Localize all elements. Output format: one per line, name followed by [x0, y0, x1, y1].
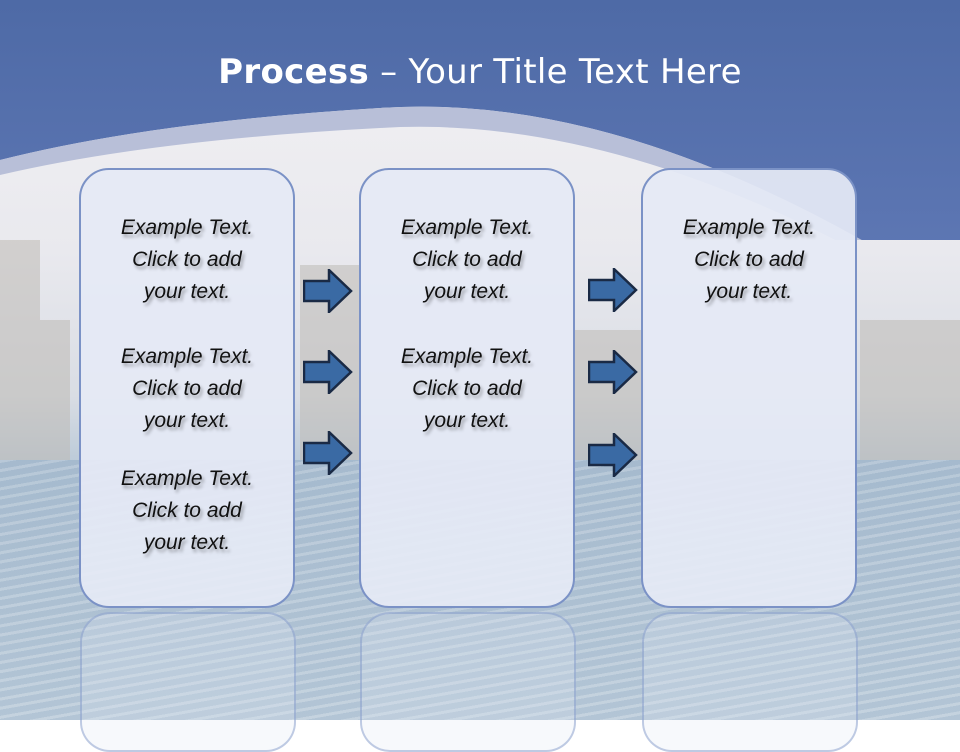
box-reflection-1	[80, 612, 296, 752]
text-block[interactable]: Example Text. Click to add your text.	[120, 216, 254, 303]
process-box-3[interactable]: Example Text. Click to add your text.	[641, 168, 857, 608]
process-box-2[interactable]: Example Text. Click to add your text. Ex…	[359, 168, 575, 608]
text-block[interactable]: Example Text. Click to add your text.	[120, 467, 254, 554]
text-block[interactable]: Example Text. Click to add your text.	[400, 216, 534, 303]
right-arrow-icon	[588, 268, 638, 312]
right-arrow-icon	[303, 431, 353, 475]
box-reflection-3	[642, 612, 858, 752]
text-block[interactable]: Example Text. Click to add your text.	[120, 345, 254, 432]
right-arrow-icon	[303, 350, 353, 394]
box-reflection-2	[360, 612, 576, 752]
title-bold: Process	[218, 52, 370, 92]
header-banner	[0, 0, 960, 240]
right-arrow-icon	[588, 350, 638, 394]
title-rest: – Your Title Text Here	[369, 52, 742, 92]
right-arrow-icon	[303, 269, 353, 313]
text-block[interactable]: Example Text. Click to add your text.	[400, 345, 534, 432]
process-box-1[interactable]: Example Text. Click to add your text. Ex…	[79, 168, 295, 608]
right-arrow-icon	[588, 433, 638, 477]
slide-title[interactable]: Process – Your Title Text Here	[0, 52, 960, 92]
text-block[interactable]: Example Text. Click to add your text.	[682, 216, 816, 303]
